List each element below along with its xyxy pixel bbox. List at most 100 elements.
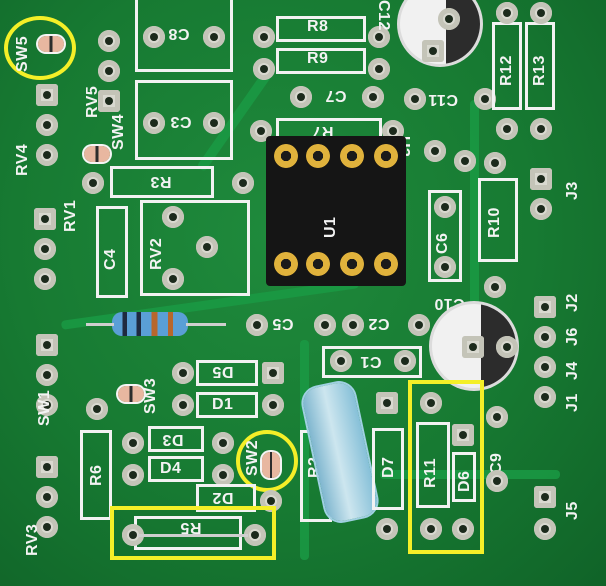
label-c11: C11: [428, 91, 458, 108]
pad: [34, 208, 56, 230]
pad: [376, 392, 398, 414]
c1-outline: [322, 346, 422, 378]
d5-outline: [196, 360, 258, 386]
pad: [474, 88, 496, 110]
pad: [98, 30, 120, 52]
pad: [486, 470, 508, 492]
pad: [434, 196, 456, 218]
sw4-solder-jumper: [84, 146, 110, 162]
pad: [484, 152, 506, 174]
label-r9: R9: [307, 50, 329, 67]
pad: [253, 58, 275, 80]
pad: [253, 26, 275, 48]
label-d4: D4: [160, 460, 182, 477]
label-r10: R10: [486, 207, 503, 238]
pad: [262, 362, 284, 384]
pad: [196, 236, 218, 258]
label-d5: D5: [212, 363, 234, 380]
pad: [420, 392, 442, 414]
pad: [424, 140, 446, 162]
pad: [530, 118, 552, 140]
highlight-sw5: [4, 16, 76, 80]
c4-outline: [96, 206, 128, 298]
label-r12: R12: [498, 55, 515, 86]
label-j4: J4: [564, 361, 581, 380]
pad: [36, 486, 58, 508]
pad: [232, 172, 254, 194]
label-sw2: SW2: [244, 439, 261, 476]
label-c2: C2: [368, 315, 390, 332]
label-d2: D2: [212, 489, 234, 506]
r9-outline: [276, 48, 366, 74]
pad: [98, 90, 120, 112]
pad: [530, 168, 552, 190]
pad: [462, 336, 484, 358]
label-d6: D6: [456, 470, 473, 492]
r8-outline: [276, 16, 366, 42]
label-d3: D3: [162, 431, 184, 448]
pad: [454, 150, 476, 172]
pad: [290, 86, 312, 108]
label-c3: C3: [170, 113, 192, 130]
pad: [422, 40, 444, 62]
pad: [534, 386, 556, 408]
label-r11: R11: [422, 458, 439, 488]
d7-outline: [372, 428, 404, 510]
label-c4: C4: [102, 248, 119, 270]
d2-outline: [196, 484, 256, 512]
pad: [262, 394, 284, 416]
pad: [172, 394, 194, 416]
pad: [438, 8, 460, 30]
label-rv1: RV1: [62, 199, 79, 232]
label-sw5: SW5: [14, 35, 31, 72]
pad: [162, 268, 184, 290]
r10-outline: [478, 178, 518, 262]
pad: [534, 518, 556, 540]
pad: [36, 394, 58, 416]
pad: [530, 198, 552, 220]
c3-outline: [135, 80, 233, 160]
resistor-lead: [86, 323, 114, 326]
label-r6: R6: [88, 464, 105, 486]
label-c1: C1: [360, 353, 382, 370]
pad: [98, 60, 120, 82]
copper-trace: [470, 100, 479, 360]
pad: [162, 206, 184, 228]
pad: [36, 144, 58, 166]
label-sw3: SW3: [142, 377, 159, 414]
pad: [203, 112, 225, 134]
label-rv3: RV3: [24, 523, 41, 556]
copper-trace: [380, 470, 560, 479]
sw5-solder-jumper: [38, 36, 64, 52]
pad: [122, 464, 144, 486]
label-c12: C12: [375, 0, 392, 31]
pad: [362, 86, 384, 108]
pad: [143, 26, 165, 48]
label-rv2: RV2: [148, 237, 165, 270]
wire-link: [138, 534, 248, 537]
pad: [314, 314, 336, 336]
label-c8: C8: [168, 25, 190, 42]
pad: [143, 112, 165, 134]
r6-outline: [80, 430, 112, 520]
pad: [246, 314, 268, 336]
pad: [36, 114, 58, 136]
pad: [122, 432, 144, 454]
pad: [452, 518, 474, 540]
c8-outline: [135, 0, 233, 72]
pad: [534, 486, 556, 508]
label-r8: R8: [307, 18, 329, 35]
r11-outline: [416, 422, 450, 508]
d4-outline: [148, 456, 204, 482]
pad: [36, 364, 58, 386]
label-j5: J5: [564, 501, 581, 520]
pad: [496, 336, 518, 358]
pad: [82, 172, 104, 194]
label-c5: C5: [272, 315, 294, 332]
sw3-solder-jumper: [118, 386, 144, 402]
highlight-r11-d6: [408, 380, 484, 554]
pad: [244, 524, 266, 546]
pad: [404, 88, 426, 110]
u1-ic-socket: [266, 136, 406, 286]
